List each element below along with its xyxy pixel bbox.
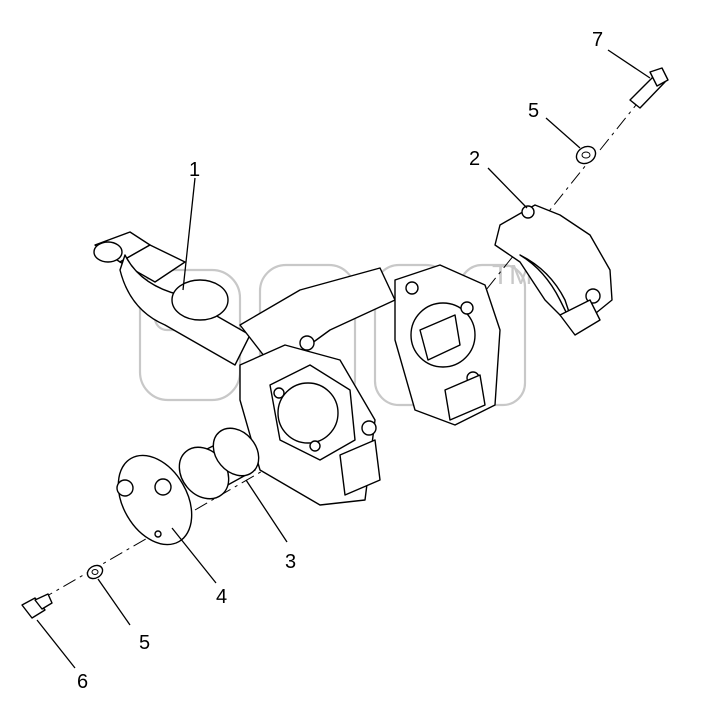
part-5-washer-lower: [86, 564, 104, 580]
leader-lines: [36, 49, 651, 669]
callout-5-lower: 5: [139, 632, 150, 654]
callout-2: 2: [469, 148, 480, 170]
part-5-washer-upper: [575, 145, 597, 165]
callout-6: 6: [77, 671, 88, 693]
part-3-bushing: [178, 427, 260, 500]
part-6-bolt: [21, 593, 53, 619]
part-4-cover-plate: [116, 454, 193, 546]
part-2-clamp-cap: [494, 204, 613, 336]
callout-3: 3: [285, 551, 296, 573]
part-1-knuckle-body: [93, 231, 501, 506]
callout-4: 4: [216, 586, 227, 608]
callout-7: 7: [592, 29, 603, 51]
part-7-bolt: [629, 67, 669, 109]
callout-labels: 1 2 3 4 5 5 6 7: [77, 29, 603, 693]
assembly-axes: [39, 99, 641, 601]
callout-1: 1: [189, 159, 200, 181]
callout-5-upper: 5: [528, 100, 539, 122]
